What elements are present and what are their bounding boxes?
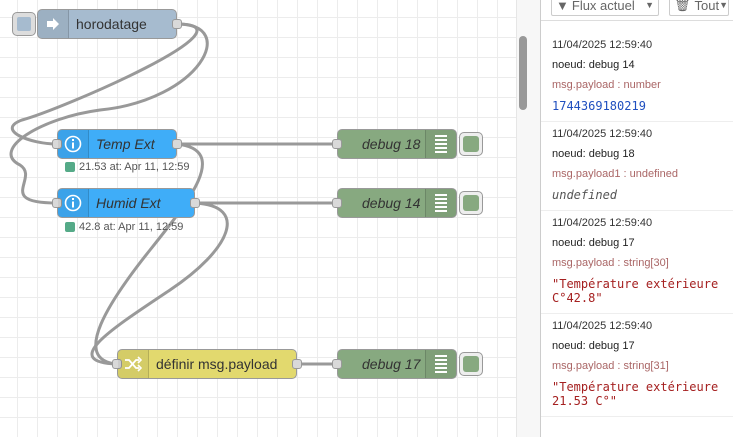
message-path: msg.payload : string[31] — [552, 360, 669, 372]
node-change-payload[interactable]: définir msg.payload — [112, 349, 302, 379]
node-humid-ext[interactable]: Humid Ext — [52, 188, 200, 218]
node-label: définir msg.payload — [156, 356, 278, 372]
filter-icon: ▼ — [556, 0, 569, 13]
node-status: 42.8 at: Apr 11, 12:59 — [65, 221, 183, 233]
node-label: debug 17 — [362, 356, 421, 372]
output-port[interactable] — [190, 198, 200, 208]
node-label: Humid Ext — [96, 195, 161, 211]
message-value: undefined — [552, 188, 618, 202]
info-icon — [58, 130, 89, 158]
input-port[interactable] — [52, 198, 62, 208]
status-text: 21.53 at: Apr 11, 12:59 — [79, 161, 190, 173]
input-port[interactable] — [52, 139, 62, 149]
debug-message[interactable]: 11/04/2025 12:59:40 noeud: debug 17 msg.… — [541, 314, 733, 417]
node-debug-18[interactable]: debug 18 — [332, 129, 457, 159]
node-label: debug 18 — [362, 136, 421, 152]
message-node[interactable]: noeud: debug 17 — [552, 237, 635, 249]
message-timestamp: 11/04/2025 12:59:40 — [552, 320, 653, 332]
output-port[interactable] — [172, 19, 182, 29]
node-debug-14[interactable]: debug 14 — [332, 188, 457, 218]
workspace-scrollbar-thumb[interactable] — [519, 36, 527, 110]
clear-label: Tout — [694, 0, 720, 13]
info-icon — [58, 189, 89, 217]
output-port[interactable] — [292, 359, 302, 369]
input-port[interactable] — [112, 359, 122, 369]
message-timestamp: 11/04/2025 12:59:40 — [552, 217, 653, 229]
debug-list-icon — [425, 189, 456, 217]
message-timestamp: 11/04/2025 12:59:40 — [552, 128, 653, 140]
debug-message-list: 11/04/2025 12:59:40 noeud: debug 14 msg.… — [541, 21, 733, 417]
trash-icon: 🗑 — [674, 0, 691, 12]
node-temp-ext[interactable]: Temp Ext — [52, 129, 182, 159]
filter-dropdown[interactable]: ▼ Flux actuel ▼ — [551, 0, 659, 16]
node-status: 21.53 at: Apr 11, 12:59 — [65, 161, 190, 173]
debug-message[interactable]: 11/04/2025 12:59:40 noeud: debug 17 msg.… — [541, 211, 733, 314]
debug-toggle-button[interactable] — [459, 191, 483, 215]
node-label: debug 14 — [362, 195, 421, 211]
node-label: Temp Ext — [96, 136, 155, 152]
flow-wires — [9, 22, 337, 366]
sidebar-toolbar: ▼ Flux actuel ▼ 🗑 Tout ▼ — [541, 0, 733, 21]
input-port[interactable] — [332, 198, 342, 208]
message-value: "Température extérieure C°42.8" — [552, 277, 719, 305]
inject-arrow-icon — [38, 10, 69, 38]
debug-message[interactable]: 11/04/2025 12:59:40 noeud: debug 18 msg.… — [541, 122, 733, 211]
node-debug-17[interactable]: debug 17 — [332, 349, 457, 379]
caret-down-icon: ▼ — [719, 0, 729, 10]
flow-workspace[interactable]: horodatage Temp Ext 21.53 at: Apr 11, 12… — [0, 0, 516, 437]
message-node[interactable]: noeud: debug 17 — [552, 340, 635, 352]
message-path: msg.payload1 : undefined — [552, 168, 678, 180]
debug-toggle-button[interactable] — [459, 352, 483, 376]
wire-horodatage-humid — [9, 22, 209, 205]
message-node[interactable]: noeud: debug 18 — [552, 148, 635, 160]
status-text: 42.8 at: Apr 11, 12:59 — [79, 221, 184, 233]
message-timestamp: 11/04/2025 12:59:40 — [552, 39, 653, 51]
node-horodatage[interactable]: horodatage — [37, 9, 182, 39]
status-dot — [65, 222, 75, 232]
caret-down-icon: ▼ — [645, 0, 654, 10]
output-port[interactable] — [172, 139, 182, 149]
message-node[interactable]: noeud: debug 14 — [552, 59, 635, 71]
inject-button[interactable] — [12, 12, 36, 36]
message-value: 1744369180219 — [552, 99, 646, 113]
message-path: msg.payload : string[30] — [552, 257, 669, 269]
debug-message[interactable]: 11/04/2025 12:59:40 noeud: debug 14 msg.… — [541, 33, 733, 122]
shuffle-icon — [118, 350, 149, 378]
node-label: horodatage — [76, 16, 147, 32]
debug-list-icon — [425, 130, 456, 158]
clear-button[interactable]: 🗑 Tout ▼ — [669, 0, 729, 16]
wire-humid-change — [90, 201, 229, 366]
debug-sidebar: ▼ Flux actuel ▼ 🗑 Tout ▼ 11/04/2025 12:5… — [540, 0, 733, 437]
input-port[interactable] — [332, 139, 342, 149]
filter-label: Flux actuel — [571, 0, 635, 13]
status-dot — [65, 162, 75, 172]
message-path: msg.payload : number — [552, 79, 661, 91]
message-value: "Température extérieure 21.53 C°" — [552, 380, 719, 408]
debug-list-icon — [425, 350, 456, 378]
debug-toggle-button[interactable] — [459, 132, 483, 156]
input-port[interactable] — [332, 359, 342, 369]
